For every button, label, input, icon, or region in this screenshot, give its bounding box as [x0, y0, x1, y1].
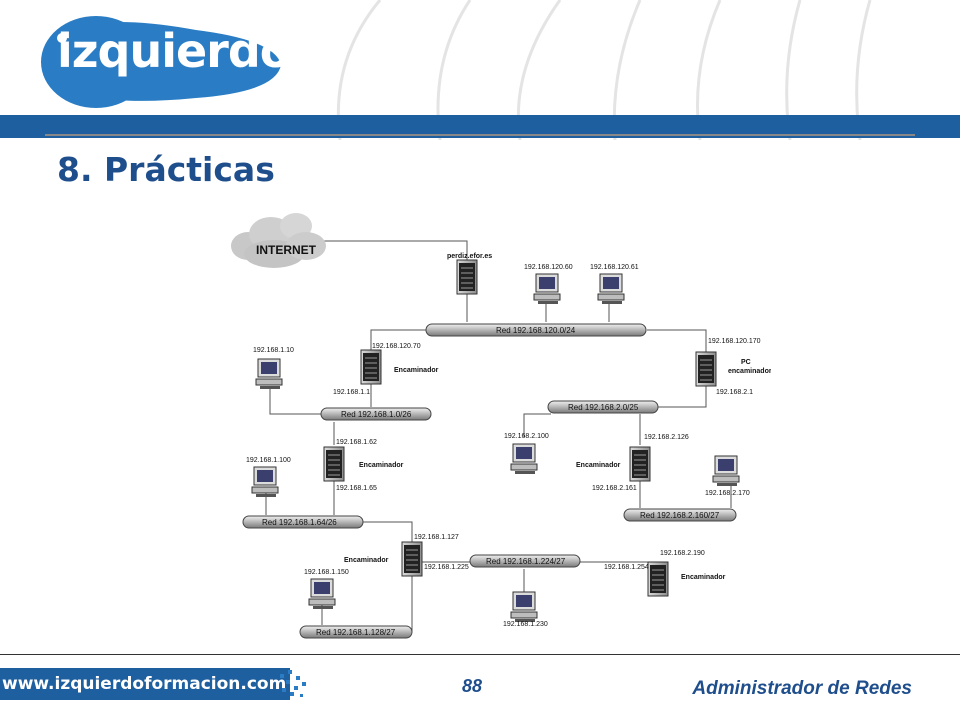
- server-name-label: perdiz.efor.es: [447, 253, 492, 260]
- header-divider: [45, 134, 915, 136]
- internet-cloud: [231, 213, 326, 268]
- company-logo: [41, 16, 281, 108]
- router-5: [647, 561, 669, 597]
- pc-1-100-ip: 192.168.1.100: [246, 457, 291, 464]
- pc-2-170: [712, 455, 740, 487]
- pc-router-label-2: encaminador: [728, 368, 771, 375]
- pc-1-10-ip: 192.168.1.10: [253, 347, 294, 354]
- pc-2-100: [510, 443, 538, 475]
- server-perdiz: [456, 259, 478, 295]
- router-5-ip-top: 192.168.2.190: [660, 550, 705, 557]
- router-4: [401, 541, 423, 577]
- router-2-ip-bottom: 192.168.1.65: [336, 485, 377, 492]
- pc-120-60: [533, 273, 561, 305]
- router-2-label: Encaminador: [359, 462, 404, 469]
- pc-1-230-ip: 192.168.1.230: [503, 621, 548, 628]
- header-band: [0, 115, 960, 138]
- svg-text:Red 192.168.1.64/26: Red 192.168.1.64/26: [262, 518, 337, 527]
- svg-text:Red 192.168.1.224/27: Red 192.168.1.224/27: [486, 557, 566, 566]
- router-1: [360, 349, 382, 385]
- pc-1-150: [308, 578, 336, 610]
- svg-text:Red 192.168.120.0/24: Red 192.168.120.0/24: [496, 326, 576, 335]
- pc-2-100-ip: 192.168.2.100: [504, 433, 549, 440]
- router-4-label: Encaminador: [344, 557, 389, 564]
- course-title: Administrador de Redes: [692, 678, 912, 699]
- pc-120-61: [597, 273, 625, 305]
- router-1-ip-top: 192.168.120.70: [372, 343, 421, 350]
- router-3-ip-top: 192.168.2.126: [644, 434, 689, 441]
- pc-1-230: [510, 591, 538, 623]
- footer-band: [0, 668, 290, 700]
- router-3-label: Encaminador: [576, 462, 621, 469]
- router-3: [629, 446, 651, 482]
- internet-label: INTERNET: [256, 243, 317, 257]
- router-5-label: Encaminador: [681, 574, 726, 581]
- pc-1-10: [255, 358, 283, 390]
- pc-router-ip-top: 192.168.120.170: [708, 338, 761, 345]
- pc-120-60-ip: 192.168.120.60: [524, 264, 573, 271]
- pc-120-61-ip: 192.168.120.61: [590, 264, 639, 271]
- svg-text:Red 192.168.2.160/27: Red 192.168.2.160/27: [640, 511, 720, 520]
- network-1-0: Red 192.168.1.0/26: [320, 407, 432, 421]
- page-title: 8. Prácticas: [57, 150, 275, 189]
- pc-router: [695, 351, 717, 387]
- svg-text:Red 192.168.2.0/25: Red 192.168.2.0/25: [568, 403, 639, 412]
- network-1-64: Red 192.168.1.64/26: [242, 515, 364, 529]
- network-2-0: Red 192.168.2.0/25: [547, 400, 659, 414]
- logo-text: izquierdo: [57, 24, 291, 78]
- pc-1-100: [251, 466, 279, 498]
- network-120-0: Red 192.168.120.0/24: [425, 323, 647, 337]
- page-number: 88: [462, 676, 483, 696]
- pc-1-150-ip: 192.168.1.150: [304, 569, 349, 576]
- pc-2-170-ip: 192.168.2.170: [705, 490, 750, 497]
- pc-router-label-1: PC: [741, 359, 751, 366]
- network-1-128: Red 192.168.1.128/27: [299, 625, 413, 639]
- svg-text:Red 192.168.1.0/26: Red 192.168.1.0/26: [341, 410, 412, 419]
- router-5-ip-left: 192.168.1.254: [604, 564, 649, 571]
- network-diagram: INTERNET Red 192.168.120.0/24 Red 192.16…: [231, 213, 771, 639]
- footer-url-link[interactable]: www.izquierdoformacion.com: [2, 674, 287, 694]
- footer-divider: [0, 654, 960, 655]
- network-2-160: Red 192.168.2.160/27: [623, 508, 737, 522]
- router-1-ip-bottom: 192.168.1.1: [333, 389, 370, 396]
- pc-router-ip-bottom: 192.168.2.1: [716, 389, 753, 396]
- network-1-224: Red 192.168.1.224/27: [469, 554, 581, 568]
- router-2: [323, 446, 345, 482]
- router-4-ip-top: 192.168.1.127: [414, 534, 459, 541]
- router-3-ip-bottom: 192.168.2.161: [592, 485, 637, 492]
- router-2-ip-top: 192.168.1.62: [336, 439, 377, 446]
- router-1-label: Encaminador: [394, 367, 439, 374]
- svg-text:Red 192.168.1.128/27: Red 192.168.1.128/27: [316, 628, 396, 637]
- background-arcs: [336, 0, 872, 140]
- dots-decoration-icon: [280, 670, 306, 697]
- router-4-ip-bottom: 192.168.1.225: [424, 564, 469, 571]
